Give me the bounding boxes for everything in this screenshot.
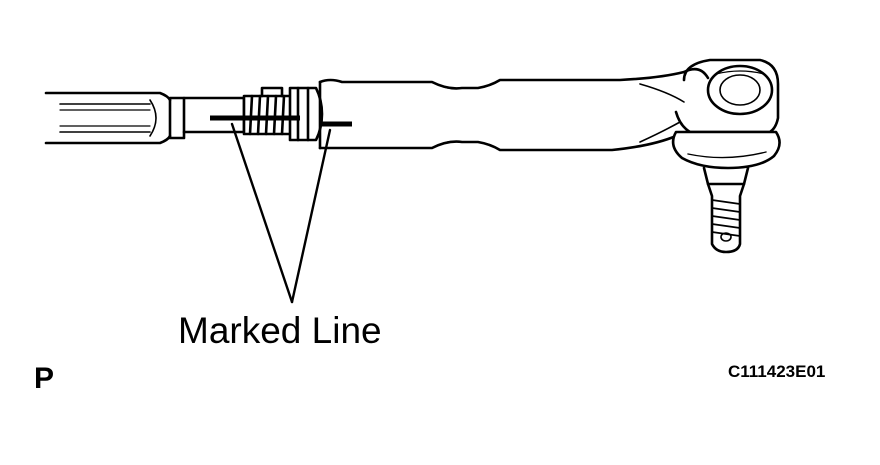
lock-nut	[288, 86, 324, 142]
tie-rod-end-body	[318, 67, 710, 152]
marked-line-label: Marked Line	[178, 310, 382, 351]
callout-leader	[230, 122, 332, 304]
ball-stud	[702, 166, 750, 254]
dust-boot	[671, 130, 781, 170]
view-letter: P	[34, 362, 55, 395]
threaded-section	[242, 86, 294, 136]
ball-joint-socket	[674, 58, 780, 134]
figure-code: C111423E01	[728, 362, 826, 381]
marked-lines	[210, 115, 352, 127]
